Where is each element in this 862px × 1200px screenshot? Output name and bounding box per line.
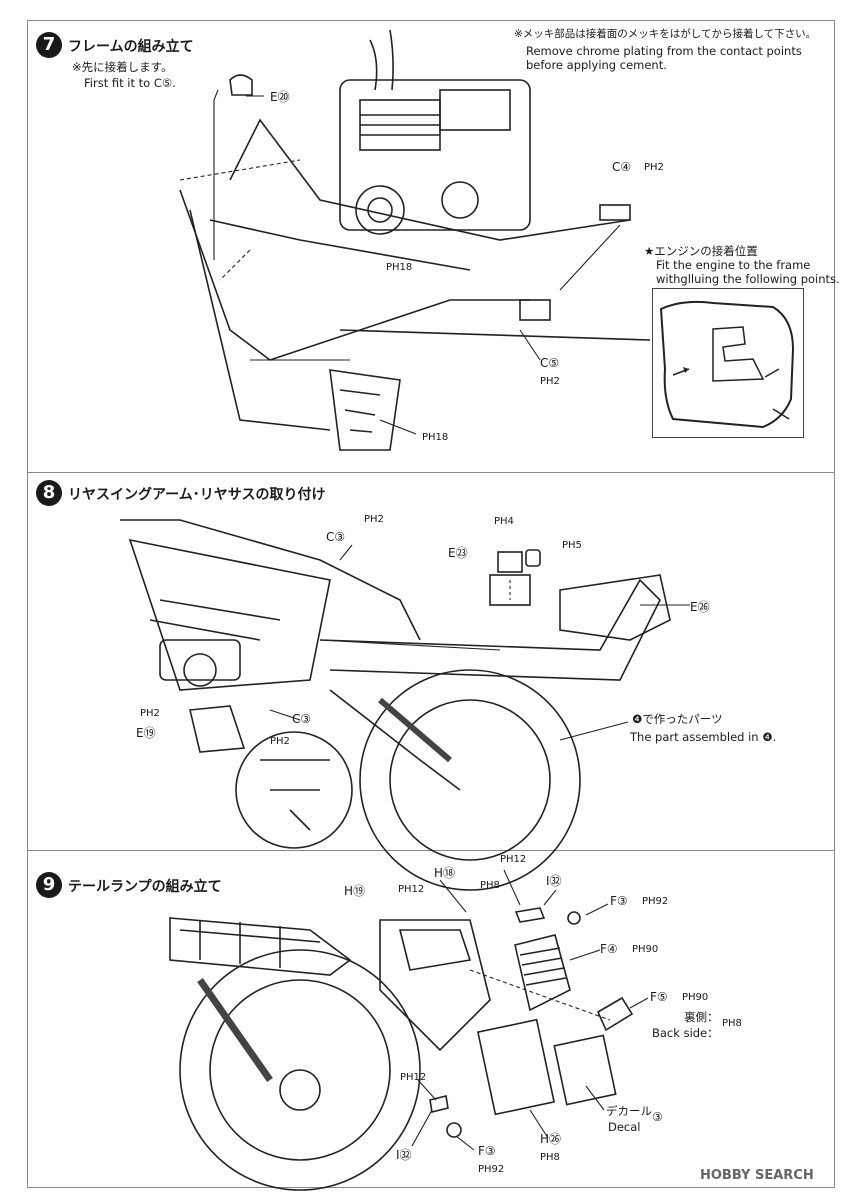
label-ph4: PH4 <box>494 516 514 527</box>
label-c3-a: C③ <box>326 530 346 544</box>
engine-fit-inset <box>652 288 804 438</box>
decal-number: ③ <box>652 1110 663 1124</box>
label-ph12-a: PH12 <box>500 854 527 865</box>
step-9-number: 9 <box>36 872 62 898</box>
label-h19: H⑲ <box>344 884 366 898</box>
chrome-notice-en-1: Remove chrome plating from the contact p… <box>526 44 802 58</box>
label-ph18-b: PH18 <box>422 432 449 443</box>
label-ph2-e: PH2 <box>270 736 290 747</box>
label-f3-b: F③ <box>478 1144 496 1158</box>
label-c5: C⑤ <box>540 356 560 370</box>
section-divider-1 <box>27 472 835 473</box>
label-ph18-a: PH18 <box>386 262 413 273</box>
page-frame <box>27 20 835 1188</box>
chrome-notice-en-2: before applying cement. <box>526 58 667 72</box>
label-h26: H㉖ <box>540 1132 562 1146</box>
label-ph8-c: PH8 <box>540 1152 560 1163</box>
step-7-number: 7 <box>36 32 62 58</box>
decal-en: Decal <box>608 1120 641 1134</box>
label-f4: F④ <box>600 942 618 956</box>
decal-jp: デカール <box>606 1104 652 1118</box>
back-side-en: Back side： <box>652 1026 719 1040</box>
label-e23: E㉓ <box>448 546 468 560</box>
label-c4: C④ <box>612 160 632 174</box>
label-ph2-b: PH2 <box>540 376 560 387</box>
label-ph2-d: PH2 <box>140 708 160 719</box>
step-8-title: リヤスイングアーム･リヤサスの取り付け <box>68 487 326 503</box>
label-e19: E⑲ <box>136 726 156 740</box>
step-8-number: 8 <box>36 480 62 506</box>
part4-note-jp: ❹で作ったパーツ <box>632 712 723 726</box>
hobby-search-watermark: HOBBY SEARCH <box>700 1168 814 1183</box>
step-9-title: テールランプの組み立て <box>68 879 222 895</box>
step-7-note-jp: ※先に接着します。 <box>72 60 173 74</box>
label-ph2-a: PH2 <box>644 162 664 173</box>
label-ph8-b: PH8 <box>722 1018 742 1029</box>
label-f5: F⑤ <box>650 990 668 1004</box>
label-ph8-a: PH8 <box>480 880 500 891</box>
label-ph92-b: PH92 <box>478 1164 505 1175</box>
label-ph12-c: PH12 <box>400 1072 427 1083</box>
chrome-notice-jp: ※メッキ部品は接着面のメッキをはがしてから接着して下さい。 <box>514 28 817 40</box>
label-ph5: PH5 <box>562 540 582 551</box>
label-ph2-c: PH2 <box>364 514 384 525</box>
label-ph90-a: PH90 <box>632 944 659 955</box>
label-i32-b: I㉜ <box>396 1148 412 1162</box>
label-ph90-b: PH90 <box>682 992 709 1003</box>
engine-notice-en-1: Fit the engine to the frame <box>656 258 811 272</box>
label-c3-b: C③ <box>292 712 312 726</box>
step-7-note-en: First fit it to C⑤. <box>84 76 176 90</box>
engine-fit-drawing <box>659 300 795 429</box>
label-e26: E㉖ <box>690 600 710 614</box>
engine-notice-en-2: withglluing the following points. <box>656 272 840 286</box>
step-7-title: フレームの組み立て <box>68 39 194 55</box>
label-ph92-a: PH92 <box>642 896 669 907</box>
label-ph12-b: PH12 <box>398 884 425 895</box>
label-e20: E⑳ <box>270 90 290 104</box>
engine-notice-jp: ★エンジンの接着位置 <box>644 244 758 258</box>
label-i32-a: I㉜ <box>546 874 562 888</box>
back-side-jp: 裏側： <box>684 1010 719 1024</box>
label-f3-a: F③ <box>610 894 628 908</box>
label-h18: H⑱ <box>434 866 456 880</box>
part4-note-en: The part assembled in ❹. <box>630 730 777 744</box>
